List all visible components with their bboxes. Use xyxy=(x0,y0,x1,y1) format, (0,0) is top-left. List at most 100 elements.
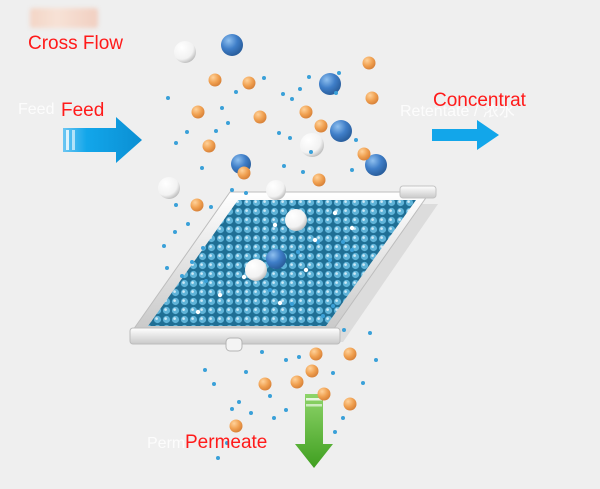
small-dot-particle xyxy=(301,170,305,174)
right-arrow-icon xyxy=(63,117,142,163)
orange-particle xyxy=(191,105,205,119)
small-dot-particle xyxy=(244,370,248,374)
white-particle xyxy=(285,209,307,231)
small-dot-particle xyxy=(209,205,213,209)
small-white-particle xyxy=(349,225,355,231)
small-dot-particle xyxy=(212,382,216,386)
small-white-particle xyxy=(217,292,223,298)
orange-particle xyxy=(258,377,272,391)
small-dot-particle xyxy=(180,274,184,278)
small-dot-particle xyxy=(354,138,358,142)
white-particle xyxy=(158,177,180,199)
small-dot-particle xyxy=(173,230,177,234)
small-white-particle xyxy=(277,300,283,306)
large-blue-particle xyxy=(266,249,286,269)
large-blue-particle xyxy=(221,34,243,56)
small-dot-particle xyxy=(328,258,332,262)
orange-particle xyxy=(343,397,357,411)
small-white-particle xyxy=(312,237,318,243)
orange-particle xyxy=(237,166,251,180)
small-dot-particle xyxy=(297,355,301,359)
membrane-module xyxy=(129,185,438,352)
small-white-particle xyxy=(272,222,278,228)
small-dot-particle xyxy=(237,400,241,404)
permeate-ghost-label: Perm xyxy=(147,435,186,452)
orange-particle xyxy=(202,139,216,153)
orange-particle xyxy=(343,347,357,361)
small-dot-particle xyxy=(268,288,272,292)
blurred-watermark xyxy=(30,8,98,28)
orange-particle xyxy=(357,147,371,161)
concentrate-arrow xyxy=(432,120,499,150)
down-arrow-icon xyxy=(295,394,333,468)
small-dot-particle xyxy=(260,350,264,354)
orange-particle xyxy=(312,173,326,187)
orange-particle xyxy=(229,419,243,433)
orange-particle xyxy=(242,76,256,90)
small-dot-particle xyxy=(272,416,276,420)
small-dot-particle xyxy=(337,71,341,75)
small-dot-particle xyxy=(162,244,166,248)
small-dot-particle xyxy=(331,304,335,308)
large-blue-particle xyxy=(330,120,352,142)
small-dot-particle xyxy=(288,136,292,140)
small-white-particle xyxy=(241,274,247,280)
small-dot-particle xyxy=(331,371,335,375)
feed-ghost-label: Feed xyxy=(18,101,55,118)
white-particle xyxy=(245,259,267,281)
small-dot-particle xyxy=(374,358,378,362)
feed-label: Feed xyxy=(61,100,105,121)
concentrate-label: Concentrat xyxy=(433,90,526,111)
small-white-particle xyxy=(195,309,201,315)
small-dot-particle xyxy=(249,411,253,415)
small-dot-particle xyxy=(333,430,337,434)
small-white-particle xyxy=(303,267,309,273)
small-dot-particle xyxy=(350,248,354,252)
small-dot-particle xyxy=(214,129,218,133)
small-dot-particle xyxy=(230,407,234,411)
small-dot-particle xyxy=(309,150,313,154)
small-dot-particle xyxy=(341,416,345,420)
small-dot-particle xyxy=(277,131,281,135)
permeate-arrow xyxy=(295,394,333,468)
small-dot-particle xyxy=(341,240,345,244)
orange-particle xyxy=(305,364,319,378)
white-particle xyxy=(300,133,324,157)
small-dot-particle xyxy=(226,121,230,125)
orange-particle xyxy=(365,91,379,105)
small-dot-particle xyxy=(334,91,338,95)
small-dot-particle xyxy=(284,408,288,412)
small-dot-particle xyxy=(185,130,189,134)
orange-particle xyxy=(299,105,313,119)
small-dot-particle xyxy=(290,302,294,306)
small-dot-particle xyxy=(186,222,190,226)
small-dot-particle xyxy=(284,358,288,362)
small-dot-particle xyxy=(316,240,320,244)
orange-particle xyxy=(309,347,323,361)
small-dot-particle xyxy=(290,97,294,101)
orange-particle xyxy=(190,198,204,212)
small-dot-particle xyxy=(203,368,207,372)
small-dot-particle xyxy=(216,456,220,460)
small-dot-particle xyxy=(225,441,229,445)
small-dot-particle xyxy=(368,331,372,335)
small-dot-particle xyxy=(244,191,248,195)
permeate-outlet-port xyxy=(225,337,243,352)
small-dot-particle xyxy=(234,90,238,94)
small-dot-particle xyxy=(298,87,302,91)
white-particle xyxy=(174,41,196,63)
small-dot-particle xyxy=(321,314,325,318)
orange-particle xyxy=(253,110,267,124)
small-dot-particle xyxy=(281,92,285,96)
small-white-particle xyxy=(332,210,338,216)
orange-particle xyxy=(317,387,331,401)
small-dot-particle xyxy=(350,168,354,172)
particles xyxy=(158,34,387,460)
small-dot-particle xyxy=(165,266,169,270)
small-dot-particle xyxy=(282,164,286,168)
small-dot-particle xyxy=(204,279,208,283)
retentate-ghost-label: Retentate / 浓水 xyxy=(400,103,515,120)
small-dot-particle xyxy=(174,141,178,145)
small-dot-particle xyxy=(200,166,204,170)
